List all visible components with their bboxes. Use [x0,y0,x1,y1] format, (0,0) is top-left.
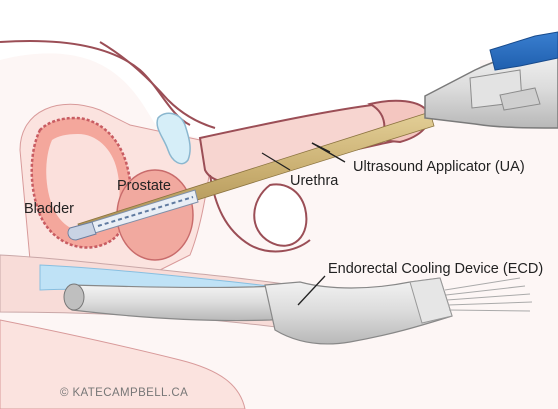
label-ecd: Endorectal Cooling Device (ECD) [328,261,543,277]
label-bladder: Bladder [24,201,74,217]
label-urethra: Urethra [290,173,339,189]
label-ua: Ultrasound Applicator (UA) [353,159,525,175]
image-credit: © KATECAMPBELL.CA [60,387,188,399]
label-prostate: Prostate [117,178,171,194]
